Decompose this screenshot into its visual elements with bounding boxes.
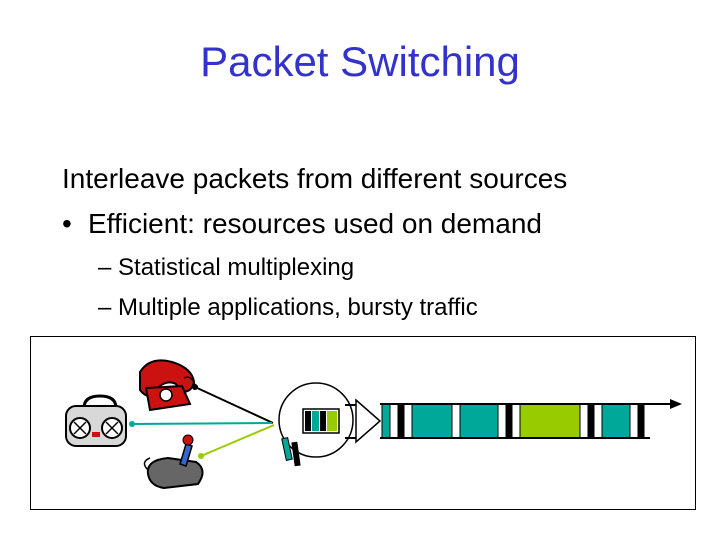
main-point: Interleave packets from different source… [62,163,568,194]
sub-bullet-multiple-applications: – Multiple applications, bursty traffic [98,294,478,321]
incoming-packet-black [291,441,301,467]
link-packet [601,403,631,439]
output-link [345,398,682,444]
telephone-icon [139,359,197,412]
link-packet [459,403,499,439]
link-packets [380,403,645,439]
incoming-packet-teal [281,437,293,461]
mux-buffer [302,408,340,434]
sub-bullet-statistical-multiplexing: – Statistical multiplexing [98,254,355,281]
link-packet [519,403,581,439]
boombox-icon [65,394,127,447]
link-packet [587,403,595,439]
link-packet [637,403,645,439]
joystick-icon [143,434,204,490]
telephone-line [194,386,274,424]
packet-switching-diagram [30,336,696,510]
bullet-glyph: • [62,208,72,239]
bullet-text: Efficient: resources used on demand [88,208,542,239]
link-exit-arrow-icon [670,399,682,409]
bullet-item: • Efficient: resources used on demand [62,208,542,240]
link-entry-arrow [355,398,382,444]
slide-title: Packet Switching [200,38,520,85]
link-packet [381,403,391,439]
link-packet [505,403,513,439]
boombox-line [131,422,273,425]
link-packet [397,403,405,439]
link-packet [411,403,453,439]
joystick-line [200,424,275,457]
